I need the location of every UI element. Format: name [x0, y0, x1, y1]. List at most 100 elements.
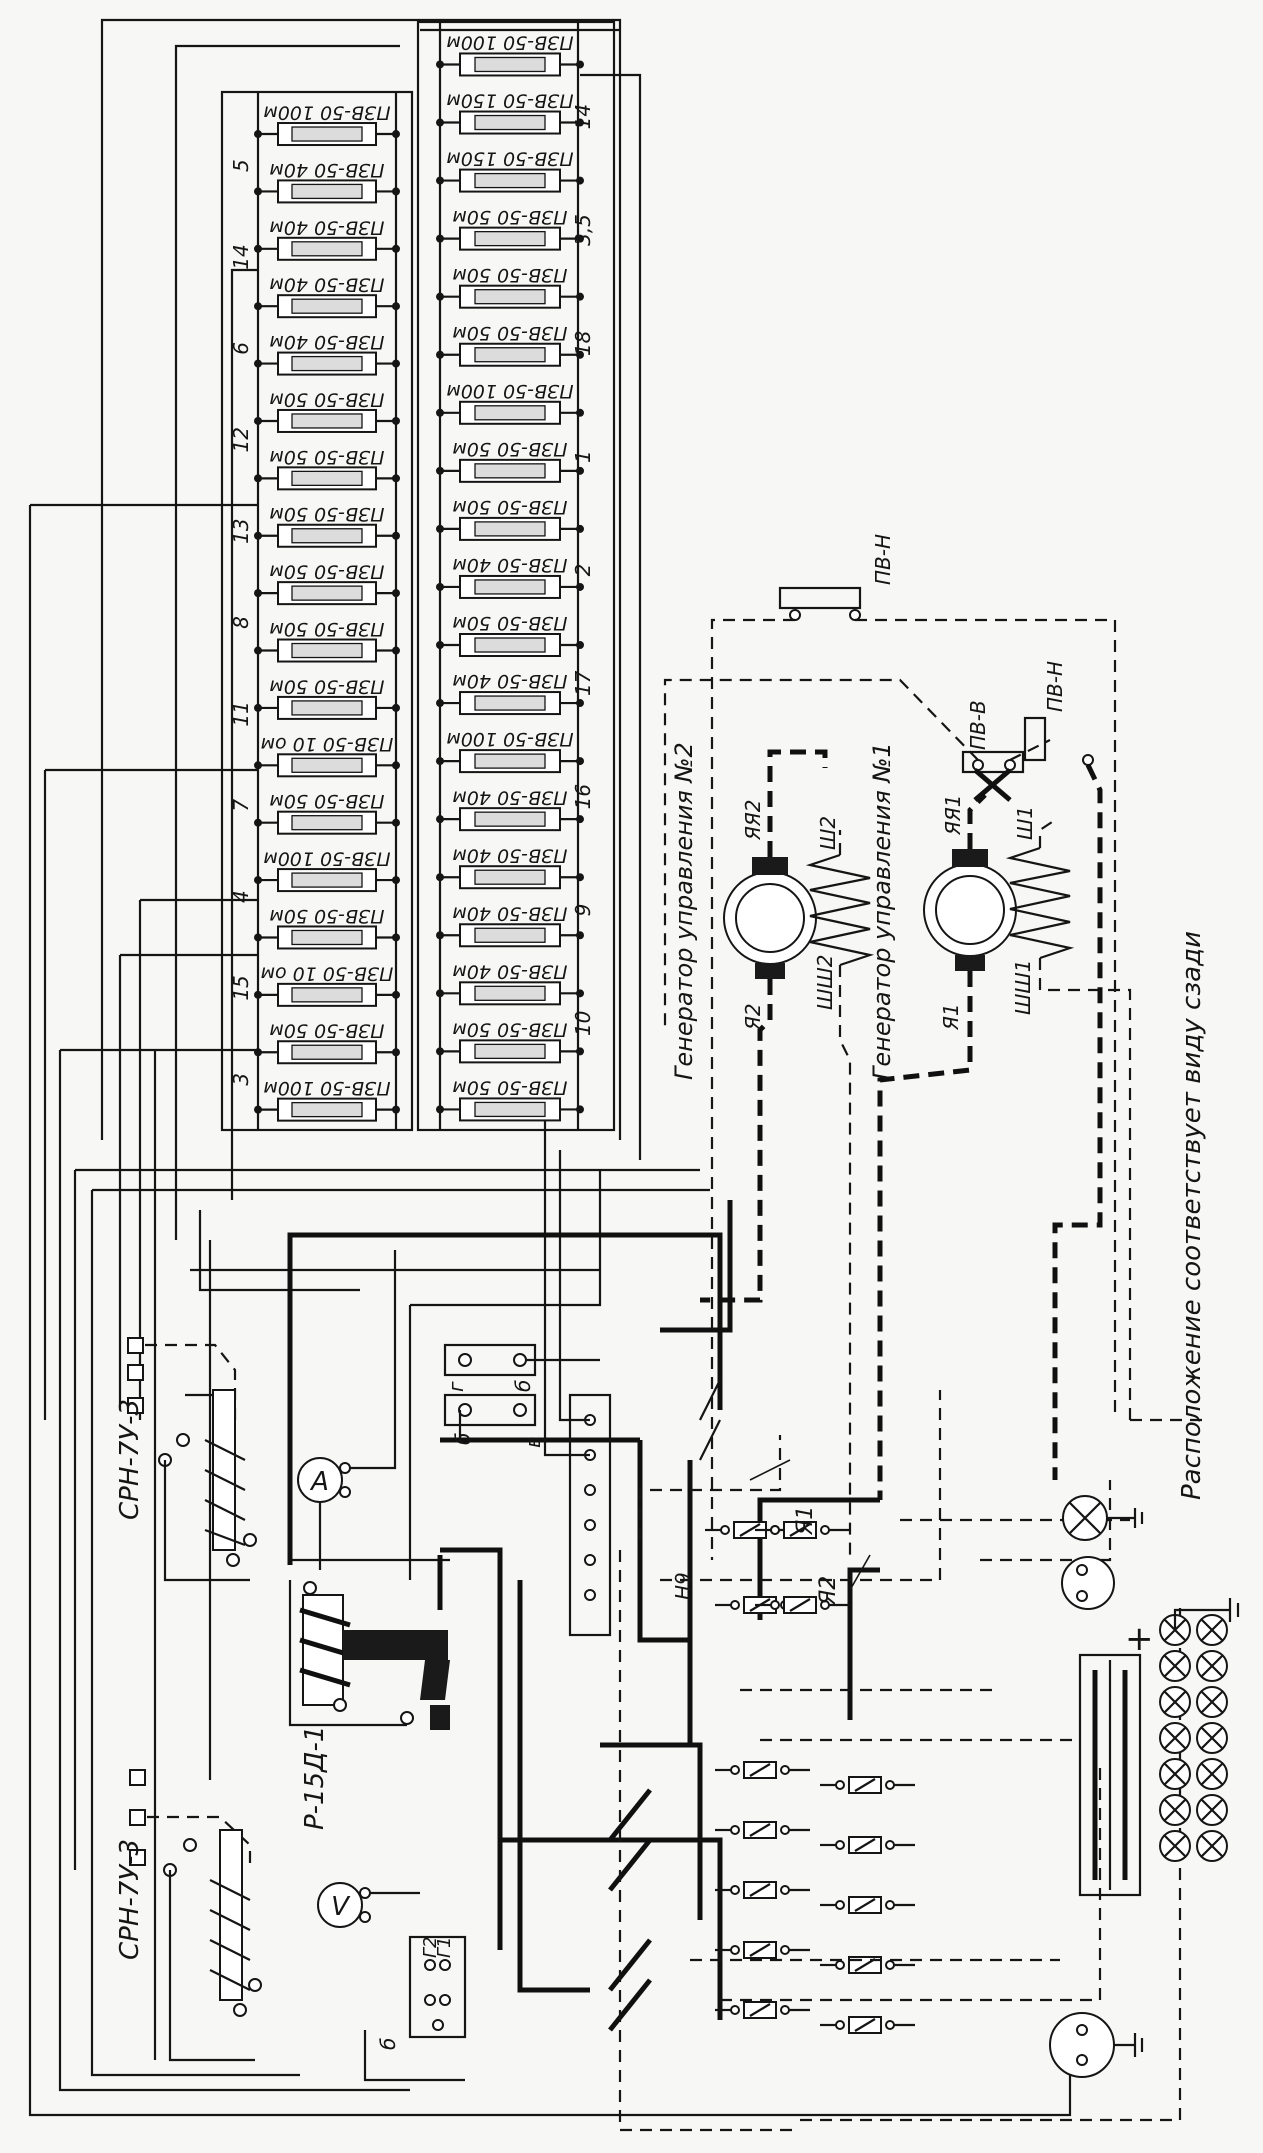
resistor: ПЗВ-50 40м — [436, 786, 584, 832]
resistor-label: ПЗВ-50 50м — [269, 561, 384, 583]
regulator-coil — [299, 1607, 351, 1688]
relay-upper-label: СРН-7У-3 — [115, 1399, 145, 1520]
battery-cell — [1159, 1758, 1191, 1790]
resistor: ПЗВ-50 100м — [254, 848, 400, 893]
resistor-label: ПЗВ-50 40м — [452, 554, 567, 576]
control-wiring-dashed — [618, 1390, 1210, 2132]
left-bank-frame — [220, 90, 414, 1132]
generator-1 — [877, 793, 1132, 1500]
resistor: ПЗВ-50 100м — [436, 32, 584, 77]
resistor: ПЗВ-50 40м — [254, 331, 400, 376]
voltmeter-switch-label-b: б — [376, 2038, 400, 2050]
node-label: 17 — [571, 670, 595, 696]
resistor-label: ПЗВ-50 50м — [452, 496, 567, 518]
resistor-label: ПЗВ-50 50м — [269, 446, 384, 468]
resistor-label: ПЗВ-50 50м — [452, 206, 567, 228]
relay-srn-lower — [129, 1769, 262, 2062]
resistor-label: ПЗВ-50 100м — [263, 101, 390, 123]
ammeter — [297, 1250, 397, 1570]
panel-label-v-lower: в — [521, 1436, 545, 1448]
relay-lower-terminal-1[interactable] — [129, 1769, 146, 1786]
node-label: 7 — [229, 799, 253, 812]
node-label: 11 — [229, 701, 253, 726]
relay-upper-terminal-1[interactable] — [127, 1337, 144, 1354]
resistor: ПЗВ-50 10 ом — [254, 962, 400, 1007]
node-label: 10 — [571, 1011, 595, 1036]
resistor: ПЗВ-50 100м — [254, 1077, 400, 1122]
regulator-armature — [343, 1630, 448, 1660]
resistor-label: ПЗВ-50 100м — [263, 1077, 390, 1099]
horn — [1061, 1556, 1115, 1610]
resistor-label: ПЗВ-50 150м — [446, 148, 573, 170]
pv-n-right-switch — [1023, 716, 1103, 1480]
relay-upper-coil — [204, 1439, 246, 1547]
regulator-contact-block — [420, 1660, 450, 1700]
generator-2-yya: ЯЯ2 — [741, 799, 765, 841]
control-panel-terminals — [408, 1170, 640, 1580]
battery-cell — [1196, 1650, 1228, 1682]
battery-cells — [1159, 1614, 1228, 1862]
resistor: ПЗВ-50 40м — [436, 670, 584, 716]
resistor-label: ПЗВ-50 50м — [269, 618, 384, 640]
node-label: 2 — [571, 564, 595, 577]
resistor-label: ПЗВ-50 50м — [269, 675, 384, 697]
terminal-strip — [543, 1120, 612, 1637]
fuse — [715, 2001, 810, 2019]
resistor: ПЗВ-50 50м — [436, 1077, 584, 1122]
resistor-label: ПЗВ-50 40м — [269, 159, 384, 181]
panel-label-b-lower: б — [451, 1433, 475, 1445]
node-label: 16 — [571, 784, 595, 809]
resistor-label: ПЗВ-50 50м — [269, 388, 384, 410]
relay-srn-upper — [127, 1337, 257, 1582]
generator-2-shsh: ШШ2 — [813, 955, 837, 1011]
resistor: ПЗВ-50 40м — [254, 216, 400, 261]
regulator-label: Р-15Д-1 — [300, 1726, 330, 1830]
generator-1-caption: Генератор управления №1 — [868, 742, 896, 1080]
resistor: ПЗВ-50 50м — [254, 675, 400, 720]
resistor-label: ПЗВ-50 100м — [446, 728, 573, 750]
panel-label-b: б — [511, 1380, 535, 1392]
resistor-label: ПЗВ-50 50м — [269, 503, 384, 525]
node-label: 9 — [571, 904, 595, 917]
horn-circle — [1061, 1556, 1115, 1610]
relay-upper-terminal-2[interactable] — [127, 1364, 144, 1381]
battery-cell — [1196, 1830, 1228, 1862]
battery-cell — [1196, 1722, 1228, 1754]
resistor: ПЗВ-50 50м — [436, 206, 584, 251]
voltmeter-switch — [363, 1935, 467, 2082]
resistor: ПЗВ-50 40м — [254, 274, 400, 319]
signal-lamp — [1062, 1495, 1144, 1541]
relay-upper-core — [212, 1389, 236, 1551]
pv-n-top-label: ПВ-Н — [871, 534, 895, 585]
resistor: ПЗВ-50 50м — [254, 446, 400, 491]
relay-lower-terminal-3[interactable] — [129, 1849, 146, 1866]
generator-2-caption: Генератор управления №2 — [670, 742, 698, 1080]
panel-label-g: г — [444, 1381, 468, 1392]
node-label: 15 — [229, 975, 253, 1000]
node-label: 6 — [229, 342, 253, 355]
fuse-label-ya1: Я1 — [793, 1506, 818, 1536]
resistor: ПЗВ-50 50м — [436, 264, 584, 309]
resistor: ПЗВ-50 50м — [436, 438, 584, 483]
fuse — [715, 1941, 810, 1959]
battery-cell — [1196, 1794, 1228, 1826]
node-label: 8 — [229, 616, 253, 629]
resistor: ПЗВ-50 40м — [436, 554, 584, 599]
resistor-label: ПЗВ-50 40м — [452, 670, 567, 692]
relay-lower-terminal-2[interactable] — [129, 1809, 146, 1826]
generator-1-shsh: ШШ1 — [1011, 960, 1035, 1016]
node-label: 14 — [229, 244, 253, 269]
resistor: ПЗВ-50 40м — [436, 960, 584, 1006]
socket-circle — [1049, 2012, 1115, 2078]
generator-1-sh: Ш1 — [1013, 806, 1037, 840]
resistor: ПЗВ-50 150м — [436, 90, 584, 135]
resistor-label: ПЗВ-50 50м — [269, 905, 384, 927]
resistor-label: ПЗВ-50 150м — [446, 90, 573, 112]
battery-cell — [1196, 1686, 1228, 1718]
resistor-label: ПЗВ-50 50м — [269, 1020, 384, 1042]
fuse — [715, 1881, 810, 1899]
relay-upper-terminal-3[interactable] — [127, 1397, 144, 1414]
